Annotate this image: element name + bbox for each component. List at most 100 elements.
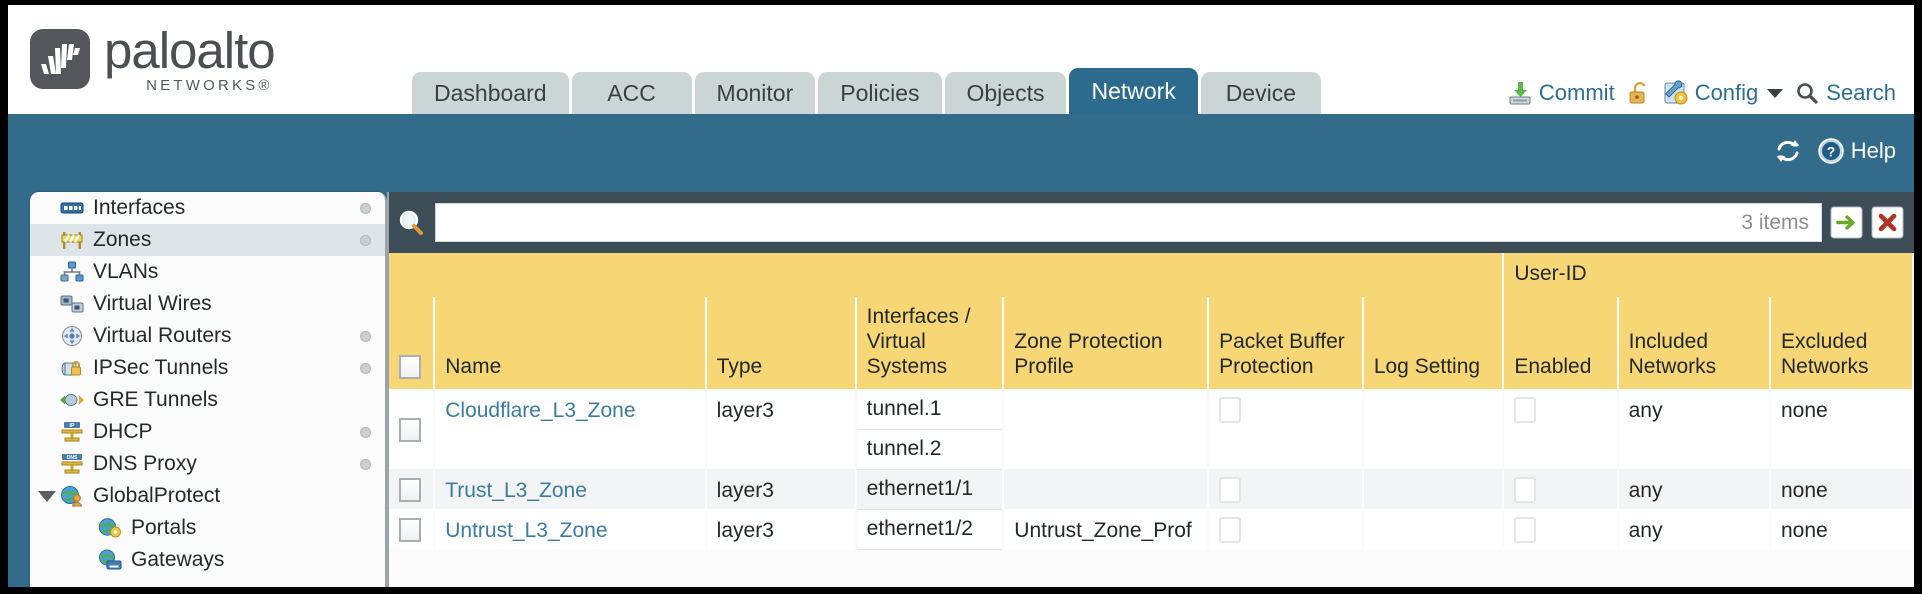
sidebar-item-label: GRE Tunnels [93, 388, 218, 411]
column-header-included-networks[interactable]: Included Networks [1617, 297, 1772, 390]
select-all-header [389, 297, 436, 390]
help-question-icon: ? [1818, 138, 1844, 164]
nav-tab-policies[interactable]: Policies [818, 72, 942, 114]
sidebar-item-gre-tunnels[interactable]: GRE Tunnels [30, 384, 385, 416]
column-header-interfaces-virtual-systems[interactable]: Interfaces / Virtual Systems [855, 297, 1005, 390]
sidebar-item-virtual-wires[interactable]: Virtual Wires [30, 288, 385, 320]
table-row-continuation[interactable]: tunnel.2 [389, 429, 1913, 470]
select-all-checkbox[interactable] [399, 354, 421, 379]
cell-name: Untrust_L3_Zone [434, 509, 707, 550]
cell-excluded-networks: none [1770, 469, 1914, 510]
search-label: Search [1826, 80, 1896, 105]
cell-name: Trust_L3_Zone [434, 469, 707, 510]
search-input[interactable] [448, 210, 1732, 235]
sidebar-item-interfaces[interactable]: Interfaces [30, 192, 385, 224]
sidebar-item-label: DNS Proxy [93, 452, 197, 475]
cell-excluded-networks: none [1770, 389, 1914, 470]
chevron-down-icon [1767, 88, 1784, 98]
column-header-excluded-networks[interactable]: Excluded Networks [1770, 297, 1914, 390]
expand-triangle-icon[interactable] [38, 490, 56, 502]
items-count: 3 items [1741, 210, 1809, 234]
sidebar-item-dns-proxy[interactable]: DNS DNS Proxy [30, 448, 385, 480]
brand-name: paloalto [104, 22, 276, 79]
row-checkbox[interactable] [399, 517, 421, 542]
zone-name-link[interactable]: Trust_L3_Zone [445, 479, 587, 503]
sidebar-item-indicator [360, 362, 371, 374]
cell-zone-protection-profile: Untrust_Zone_Prof [1003, 509, 1210, 550]
gateways-icon [98, 549, 122, 571]
config-label: Config [1694, 80, 1759, 105]
sidebar-item-portals[interactable]: Portals [30, 512, 385, 544]
sidebar-item-globalprotect[interactable]: GlobalProtect [30, 480, 385, 512]
row-select-cell [389, 509, 436, 550]
zone-name-link[interactable]: Untrust_L3_Zone [445, 519, 608, 543]
sidebar-item-vlans[interactable]: VLANs [30, 256, 385, 288]
dns-proxy-icon: DNS [60, 453, 84, 475]
search-button[interactable]: Search [1794, 80, 1896, 106]
packet-buffer-protection-checkbox[interactable] [1219, 397, 1242, 424]
padlock-icon[interactable] [1626, 80, 1652, 106]
nav-tab-monitor[interactable]: Monitor [694, 72, 816, 114]
zone-name-link[interactable]: Cloudflare_L3_Zone [445, 399, 636, 423]
column-header-log-setting[interactable]: Log Setting [1362, 297, 1505, 390]
brand-subtitle: NETWORKS® [146, 77, 273, 94]
sidebar-item-label: GlobalProtect [93, 484, 221, 507]
row-checkbox[interactable] [399, 417, 421, 442]
help-button[interactable]: ? Help [1817, 137, 1896, 165]
refresh-icon[interactable] [1773, 136, 1803, 166]
magnifier-icon[interactable] [397, 208, 427, 238]
userid-enabled-checkbox[interactable] [1514, 477, 1537, 504]
portals-icon [98, 517, 122, 539]
sidebar-item-gateways[interactable]: Gateways [30, 544, 385, 576]
packet-buffer-protection-checkbox[interactable] [1219, 517, 1242, 544]
column-header-name[interactable]: Name [434, 297, 707, 390]
column-header-type[interactable]: Type [705, 297, 857, 390]
nav-tab-device[interactable]: Device [1200, 72, 1321, 114]
cell-packet-buffer-protection [1208, 389, 1364, 470]
sidebar-item-virtual-routers[interactable]: Virtual Routers [30, 320, 385, 352]
nav-tab-dashboard[interactable]: Dashboard [412, 72, 569, 114]
interfaces-icon [60, 197, 84, 219]
row-checkbox[interactable] [399, 477, 421, 502]
sub-toolbar: ? Help [8, 114, 1914, 192]
packet-buffer-protection-checkbox[interactable] [1219, 477, 1242, 504]
sidebar-item-label: Virtual Routers [93, 324, 232, 347]
sidebar-item-label: Gateways [131, 548, 225, 571]
column-header-enabled[interactable]: Enabled [1503, 297, 1619, 390]
cell-userid-enabled [1503, 469, 1619, 510]
content-pane: 3 items [389, 192, 1914, 587]
cell-packet-buffer-protection [1208, 509, 1364, 550]
column-header-zone-protection-profile[interactable]: Zone Protection Profile [1003, 297, 1210, 390]
cell-name: Cloudflare_L3_Zone [434, 389, 707, 470]
cell-type: layer3 [705, 469, 857, 510]
nav-tab-acc[interactable]: ACC [571, 72, 692, 114]
userid-enabled-checkbox[interactable] [1514, 517, 1537, 544]
magnifier-icon [1797, 83, 1819, 105]
row-select-cell [389, 389, 436, 470]
config-wrench-icon [1664, 80, 1688, 105]
sidebar-item-label: Zones [93, 228, 152, 251]
commit-button[interactable]: Commit [1507, 80, 1615, 106]
sidebar-item-zones[interactable]: Zones [30, 224, 385, 256]
userid-enabled-checkbox[interactable] [1514, 397, 1537, 424]
cell-log-setting [1362, 509, 1505, 550]
sidebar-item-ipsec-tunnels[interactable]: IPSec Tunnels [30, 352, 385, 384]
nav-tab-objects[interactable]: Objects [944, 72, 1067, 114]
sidebar-item-indicator [360, 458, 371, 470]
cell-interface: tunnel.2 [855, 429, 1005, 470]
nav-tab-network[interactable]: Network [1069, 68, 1198, 114]
config-menu[interactable]: Config [1663, 80, 1784, 106]
commit-save-icon [1509, 82, 1531, 105]
clear-x-icon[interactable] [1871, 206, 1904, 239]
apply-arrow-icon[interactable] [1830, 206, 1863, 239]
cell-packet-buffer-protection [1208, 469, 1364, 510]
sidebar-item-indicator [360, 330, 371, 342]
column-header-packet-buffer-protection[interactable]: Packet Buffer Protection [1208, 297, 1364, 390]
